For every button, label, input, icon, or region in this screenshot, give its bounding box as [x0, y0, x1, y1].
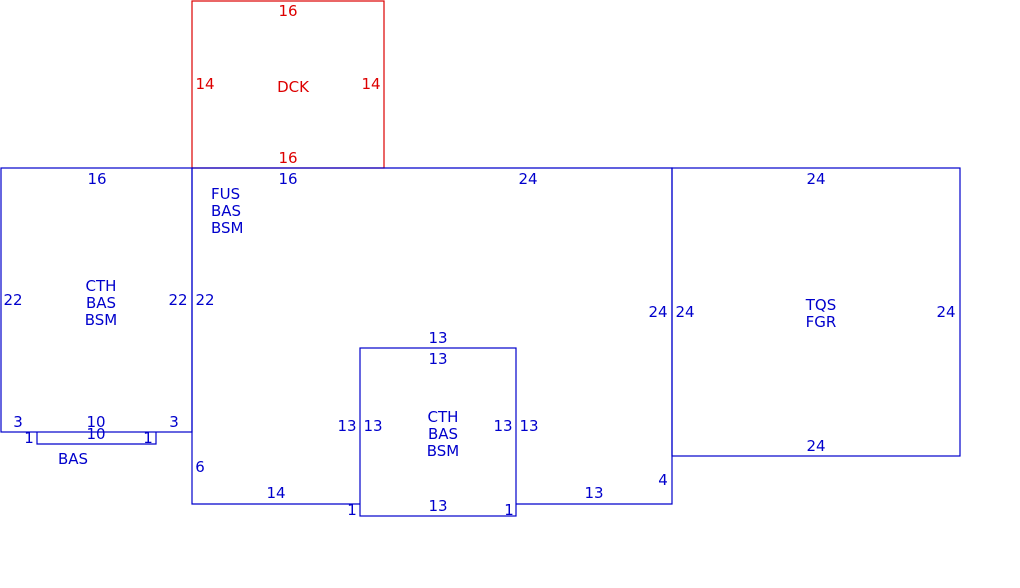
dim-left-bottom-left: 3 [13, 413, 23, 431]
dim-bay-tick-right: 1 [504, 501, 514, 519]
dim-garage-top: 24 [806, 170, 825, 188]
dim-bay-tick-left: 1 [347, 501, 357, 519]
dim-bay-left-outer: 13 [337, 417, 356, 435]
dim-small-left: 1 [24, 429, 34, 447]
garage-label-2: FGR [806, 313, 837, 331]
dim-bay-bottom: 13 [428, 497, 447, 515]
small-bas-outline [36, 432, 157, 445]
main-label-2: BAS [211, 202, 241, 220]
dim-main-bottom-right: 13 [584, 484, 603, 502]
bay-label-3: BSM [427, 442, 460, 460]
dim-main-left-low: 6 [195, 458, 205, 476]
dim-bay-top-outer: 13 [428, 329, 447, 347]
dim-deck-top: 16 [278, 2, 297, 20]
dim-main-right-low: 4 [658, 471, 668, 489]
dim-left-top: 16 [87, 170, 106, 188]
dim-main-right: 24 [648, 303, 667, 321]
dim-left-right: 22 [168, 291, 187, 309]
building-outlines [0, 167, 961, 517]
dim-small-mid: 10 [86, 425, 105, 443]
dim-deck-left: 14 [195, 75, 214, 93]
left-wing-label-2: BAS [86, 294, 116, 312]
deck-label: DCK [277, 78, 310, 96]
dim-main-left: 22 [195, 291, 214, 309]
dim-main-bottom-left: 14 [266, 484, 285, 502]
garage-outline [671, 167, 961, 457]
bay-outline [359, 347, 517, 517]
left-wing-label-3: BSM [85, 311, 118, 329]
dim-small-right: 1 [143, 429, 153, 447]
dim-deck-bottom: 16 [278, 149, 297, 167]
small-bas-label: BAS [58, 450, 88, 468]
dim-deck-right: 14 [361, 75, 380, 93]
dim-bay-right-outer: 13 [519, 417, 538, 435]
dim-left-left: 22 [3, 291, 22, 309]
dim-garage-left: 24 [675, 303, 694, 321]
dim-main-top-right: 24 [518, 170, 537, 188]
dim-left-bottom-mid: 10 [86, 413, 105, 431]
garage-label-1: TQS [805, 296, 837, 314]
dim-left-bottom-right: 3 [169, 413, 179, 431]
main-outline-left [191, 168, 360, 505]
dim-garage-bottom: 24 [806, 437, 825, 455]
dim-garage-right: 24 [936, 303, 955, 321]
main-label-3: BSM [211, 219, 244, 237]
left-wing-label-1: CTH [86, 277, 117, 295]
dim-main-top-left: 16 [278, 170, 297, 188]
dim-bay-top-inner: 13 [428, 350, 447, 368]
bay-label-1: CTH [428, 408, 459, 426]
main-label-1: FUS [211, 185, 240, 203]
dim-bay-right-inner: 13 [493, 417, 512, 435]
bay-label-2: BAS [428, 425, 458, 443]
dim-bay-left-inner: 13 [363, 417, 382, 435]
